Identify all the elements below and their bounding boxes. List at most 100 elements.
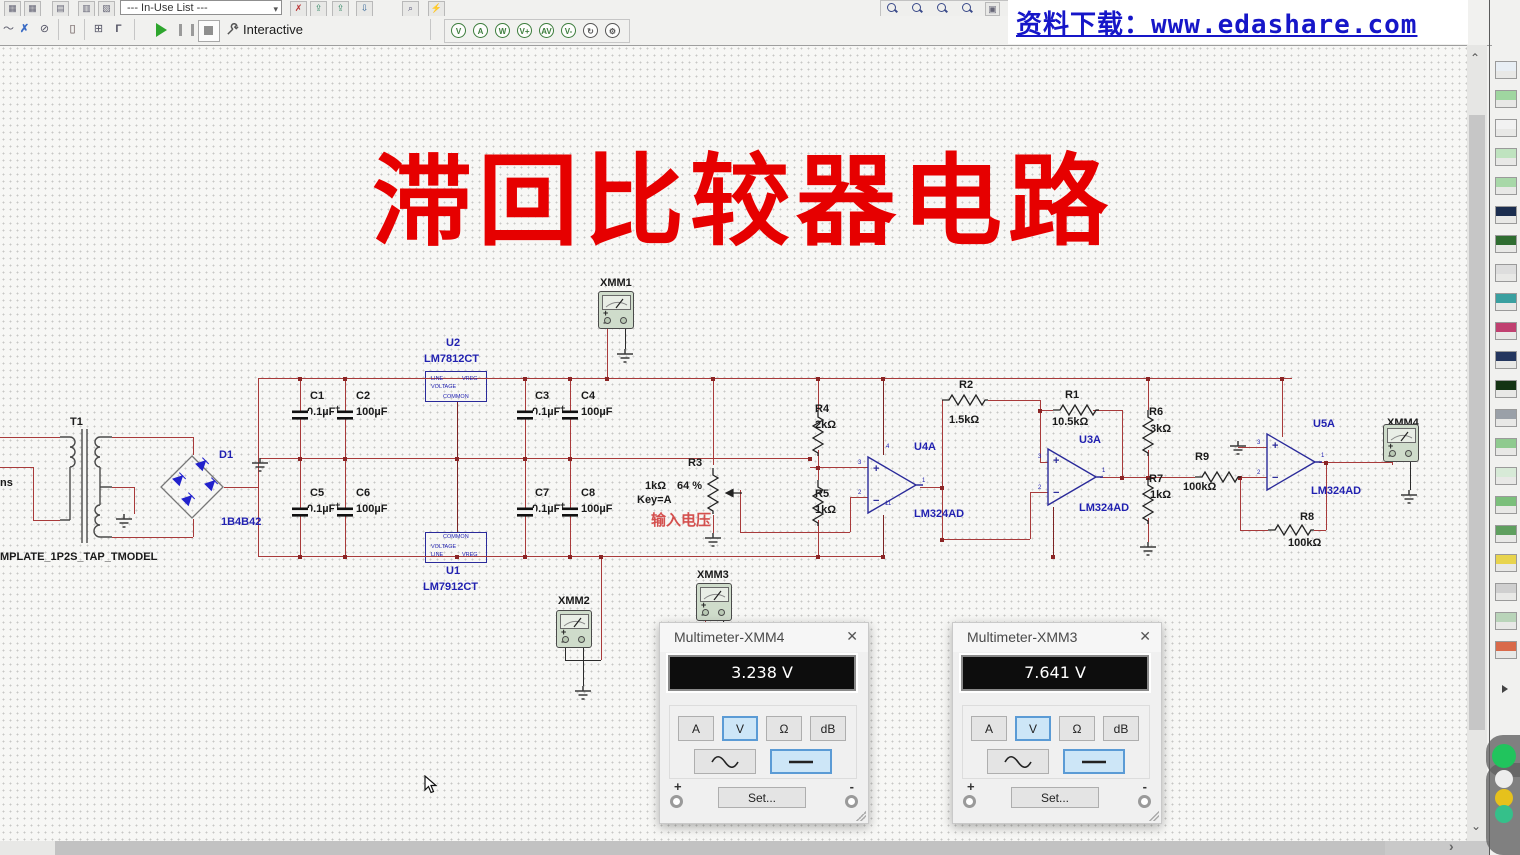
- instrument-icon-current-probe[interactable]: [1495, 641, 1517, 659]
- instrument-icon-spectrum-analyzer[interactable]: [1495, 409, 1517, 427]
- db-mode-button[interactable]: dB: [810, 716, 846, 741]
- instrument-icon-oscilloscope[interactable]: [1495, 148, 1517, 166]
- resistor-r6[interactable]: [1141, 410, 1155, 461]
- positive-terminal[interactable]: [963, 795, 976, 808]
- wire-tool-icon[interactable]: 〜: [3, 23, 14, 35]
- interactive-mode-label[interactable]: Interactive: [226, 22, 303, 39]
- instrument-icon-wattmeter[interactable]: [1495, 119, 1517, 137]
- probe-clock-icon[interactable]: ↻: [583, 23, 598, 38]
- zoom-in-icon[interactable]: [887, 3, 898, 14]
- multimeter-icon-xmm2[interactable]: + −: [556, 610, 592, 648]
- db-mode-button[interactable]: dB: [1103, 716, 1139, 741]
- instrument-icon-ni-elvis[interactable]: [1495, 612, 1517, 630]
- overlay-yellow-dot[interactable]: [1495, 789, 1513, 807]
- toolbar-icon[interactable]: ▧: [98, 1, 115, 16]
- instrument-icon-logic-converter[interactable]: [1495, 322, 1517, 340]
- toolbar-icon[interactable]: ▥: [78, 1, 95, 16]
- ampere-mode-button[interactable]: A: [971, 716, 1007, 741]
- opamp-u5a[interactable]: +−: [1265, 432, 1323, 499]
- delete-icon[interactable]: ▯: [69, 23, 76, 35]
- probe-w-icon[interactable]: W: [495, 23, 510, 38]
- instrument-icon-function-generator[interactable]: [1495, 90, 1517, 108]
- dc-mode-button[interactable]: [770, 749, 832, 774]
- set-button[interactable]: Set...: [1011, 787, 1099, 808]
- multimeter-icon-xmm1[interactable]: + −: [598, 291, 634, 329]
- probe-v+-icon[interactable]: V+: [517, 23, 532, 38]
- overlay-white-dot[interactable]: [1495, 770, 1513, 788]
- capacitor-c6[interactable]: [334, 504, 356, 525]
- toolbar-icon[interactable]: ▦: [4, 1, 21, 16]
- toolbar-icon[interactable]: ▦: [24, 1, 41, 16]
- vertical-scrollbar-thumb[interactable]: [1469, 115, 1485, 730]
- schematic-canvas[interactable]: 滞回比较器电路: [0, 45, 1467, 841]
- scroll-up-arrow[interactable]: ⌃: [1470, 51, 1481, 65]
- instrument-icon-word-generator[interactable]: [1495, 264, 1517, 282]
- zoom-out-icon[interactable]: [912, 3, 923, 14]
- resize-grip[interactable]: [856, 811, 866, 821]
- resistor-r2[interactable]: [942, 393, 988, 412]
- run-simulation-button[interactable]: [156, 23, 167, 37]
- regulator-u1-lm7912ct[interactable]: [425, 532, 487, 563]
- regulator-u2-lm7812ct[interactable]: [425, 371, 487, 402]
- step-signal-icon[interactable]: Г: [115, 23, 122, 35]
- ac-mode-button[interactable]: [987, 749, 1049, 774]
- toolbar-icon[interactable]: ⇪: [310, 1, 327, 16]
- close-icon[interactable]: ✕: [846, 628, 858, 644]
- resistor-r5[interactable]: [811, 480, 825, 531]
- cut-tool-icon[interactable]: ✗: [19, 23, 30, 35]
- multimeter-icon-xmm4[interactable]: + −: [1383, 424, 1419, 462]
- resistor-r8[interactable]: [1268, 523, 1314, 542]
- toolbar-icon[interactable]: ▤: [52, 1, 69, 16]
- opamp-u3a[interactable]: +−: [1046, 447, 1104, 514]
- capacitor-c8[interactable]: [559, 504, 581, 525]
- hierarchy-icon[interactable]: ⊞: [93, 23, 104, 35]
- horizontal-scrollbar-thumb[interactable]: [55, 841, 1385, 855]
- potentiometer-r3[interactable]: [706, 468, 720, 519]
- volt-mode-button[interactable]: V: [722, 716, 758, 741]
- instrument-icon-bode-plotter[interactable]: [1495, 206, 1517, 224]
- overlay-next-icon[interactable]: ›: [1449, 838, 1454, 854]
- ac-mode-button[interactable]: [694, 749, 756, 774]
- resistor-r4[interactable]: [811, 410, 825, 461]
- in-use-list-dropdown[interactable]: --- In-Use List --- ▾: [120, 0, 282, 15]
- multimeter-icon-xmm3[interactable]: + −: [696, 583, 732, 621]
- pause-simulation-button[interactable]: [179, 24, 194, 36]
- negative-terminal[interactable]: [845, 795, 858, 808]
- clip-icon[interactable]: ⊘: [39, 23, 50, 35]
- ampere-mode-button[interactable]: A: [678, 716, 714, 741]
- probe-settings-icon[interactable]: ⚙: [605, 23, 620, 38]
- instrument-icon-four-channel-oscilloscope[interactable]: [1495, 177, 1517, 195]
- dc-mode-button[interactable]: [1063, 749, 1125, 774]
- zoom-fullscreen-icon[interactable]: ▣: [985, 2, 1000, 16]
- probe-v--icon[interactable]: V-: [561, 23, 576, 38]
- capacitor-c2[interactable]: [334, 407, 356, 428]
- instrument-icon-agilent-multimeter[interactable]: [1495, 496, 1517, 514]
- instrument-icon-frequency-counter[interactable]: [1495, 235, 1517, 253]
- close-icon[interactable]: ✕: [1139, 628, 1151, 644]
- capacitor-c4[interactable]: [559, 407, 581, 428]
- toolbar-icon[interactable]: ⇪: [332, 1, 349, 16]
- multimeter-dialog-xmm4[interactable]: Multimeter-XMM4 ✕ 3.238 V A V Ω dB + - S…: [659, 622, 869, 824]
- toolbar-expand-arrow[interactable]: [1502, 685, 1508, 693]
- instrument-icon-logic-analyzer[interactable]: [1495, 293, 1517, 311]
- instrument-icon-agilent-oscilloscope[interactable]: [1495, 525, 1517, 543]
- instrument-icon-iv-analyzer[interactable]: [1495, 351, 1517, 369]
- capacitor-c5[interactable]: [289, 504, 311, 525]
- dialog-titlebar[interactable]: Multimeter-XMM3 ✕: [953, 623, 1161, 652]
- ohm-mode-button[interactable]: Ω: [766, 716, 802, 741]
- resize-grip[interactable]: [1149, 811, 1159, 821]
- probe-a-icon[interactable]: A: [473, 23, 488, 38]
- zoom-fit-icon[interactable]: [962, 3, 973, 14]
- instrument-icon-labview-instrument[interactable]: [1495, 583, 1517, 601]
- ohm-mode-button[interactable]: Ω: [1059, 716, 1095, 741]
- capacitor-c3[interactable]: [514, 407, 536, 428]
- resistor-r1[interactable]: [1053, 403, 1099, 422]
- negative-terminal[interactable]: [1138, 795, 1151, 808]
- volt-mode-button[interactable]: V: [1015, 716, 1051, 741]
- instrument-icon-network-analyzer[interactable]: [1495, 438, 1517, 456]
- toolbar-icon[interactable]: ✗: [290, 1, 307, 16]
- toolbar-icon[interactable]: ⚡: [428, 1, 445, 16]
- resistor-r9[interactable]: [1195, 470, 1241, 489]
- horizontal-scrollbar[interactable]: [0, 841, 1489, 855]
- resistor-r7[interactable]: [1141, 478, 1155, 529]
